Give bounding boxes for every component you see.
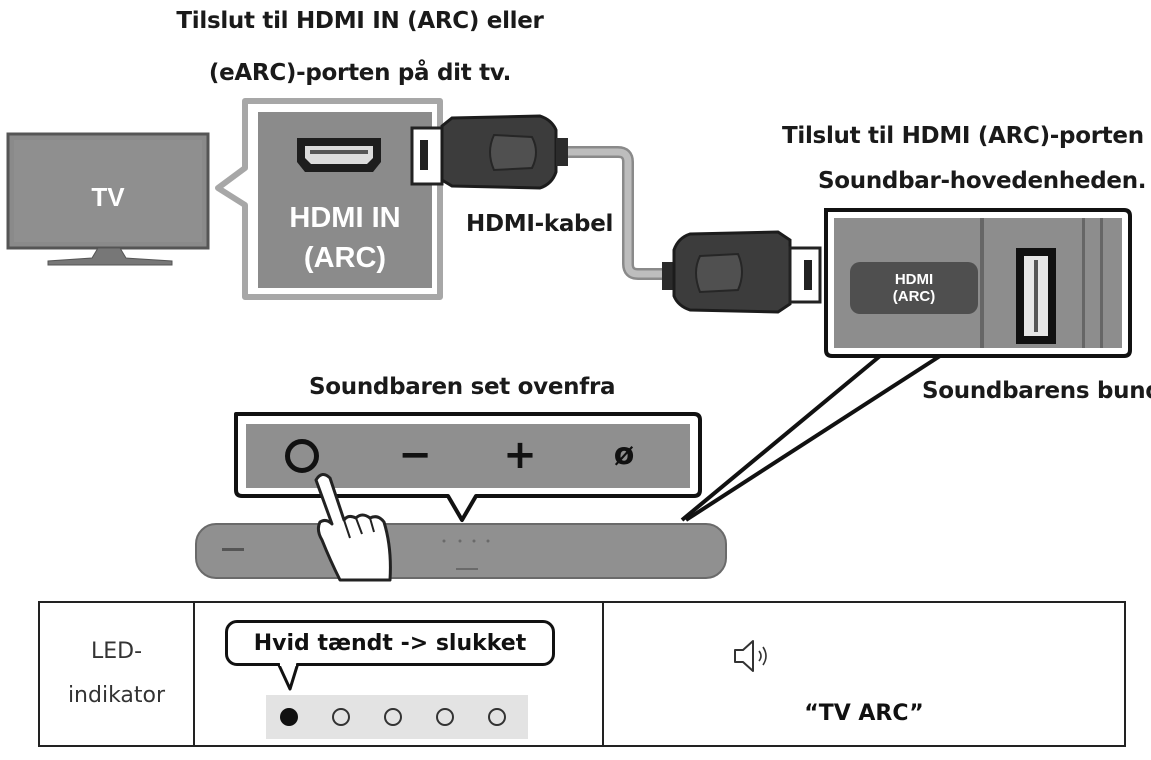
column-divider [193, 603, 195, 745]
speaker-icon [734, 640, 767, 672]
soundbar-port-panel [824, 208, 1132, 358]
top-view-label: Soundbaren set ovenfra [309, 374, 616, 400]
soundbar-port-label-line2: (ARC) [892, 288, 936, 305]
hand-pointer [314, 473, 392, 582]
source-button[interactable]: ø [606, 430, 642, 480]
tv-port-caption-line1: Tilslut til HDMI IN (ARC) eller [176, 8, 544, 34]
volume-up-symbol: + [503, 432, 537, 478]
hdmi-cable [410, 114, 822, 314]
volume-down-symbol: − [398, 432, 432, 478]
tv-port-label-line1: HDMI IN [289, 202, 401, 234]
callout-pointer [276, 663, 300, 691]
volume-down-button[interactable]: − [395, 430, 435, 480]
led-dot [436, 708, 454, 726]
tv-port-caption-line2: (eARC)-porten på dit tv. [208, 60, 512, 86]
led-state-callout: Hvid tændt -> slukket [225, 620, 555, 666]
soundbar-port-caption-line2: Soundbar-hovedenheden. [818, 168, 1147, 194]
source-symbol: ø [613, 437, 635, 472]
led-strip [266, 695, 528, 739]
led-indicator-table: LED- indikator “TV ARC” [38, 601, 1126, 747]
volume-up-button[interactable]: + [500, 430, 540, 480]
mode-text: “TV ARC” [804, 701, 924, 726]
led-label-line1: LED- [90, 639, 143, 664]
power-button[interactable] [285, 439, 319, 473]
led-dot [488, 708, 506, 726]
led-indicator-label: LED- indikator [40, 603, 193, 745]
column-divider [602, 603, 604, 745]
mode-cell: “TV ARC” [604, 603, 1124, 745]
pointer-line [684, 354, 942, 522]
led-dot [280, 708, 298, 726]
led-label-line2: indikator [67, 683, 166, 708]
tv-label: TV [91, 182, 125, 212]
soundbar-port-label-line1: HDMI [894, 271, 934, 288]
soundbar-port-caption-line1: Tilslut til HDMI (ARC)-porten på [782, 123, 1151, 149]
led-dot [332, 708, 350, 726]
led-dot [384, 708, 402, 726]
soundbar-bottom-label: Soundbarens bund [922, 378, 1151, 404]
connection-diagram [6, 98, 1132, 582]
tv-illustration [6, 132, 210, 266]
soundbar-body [195, 523, 727, 579]
top-view-panel [234, 412, 702, 522]
cable-label: HDMI-kabel [466, 211, 614, 237]
tv-port-label-line2: (ARC) [303, 242, 387, 274]
pointer-line [680, 354, 882, 522]
